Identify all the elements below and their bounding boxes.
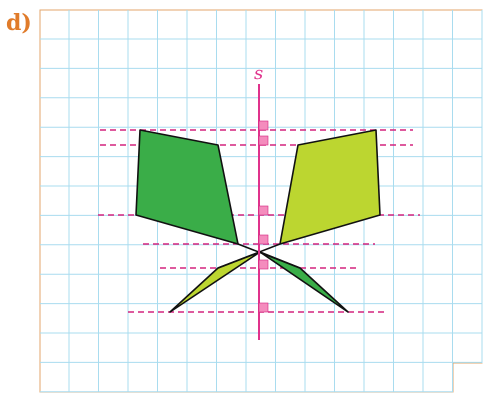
axis-label: s: [254, 63, 263, 84]
right-angle-mark: [258, 234, 269, 245]
diagonal-left-to-right: [237, 243, 301, 269]
right-angle-mark: [258, 205, 269, 216]
diagonal-right-to-left: [217, 243, 281, 269]
right-angle-mark: [258, 120, 269, 131]
right-angle-mark: [258, 302, 269, 313]
part-label: d): [6, 10, 32, 36]
right-angle-mark: [258, 135, 269, 146]
right-angle-marks: [258, 120, 269, 313]
right-angle-mark: [258, 259, 269, 270]
